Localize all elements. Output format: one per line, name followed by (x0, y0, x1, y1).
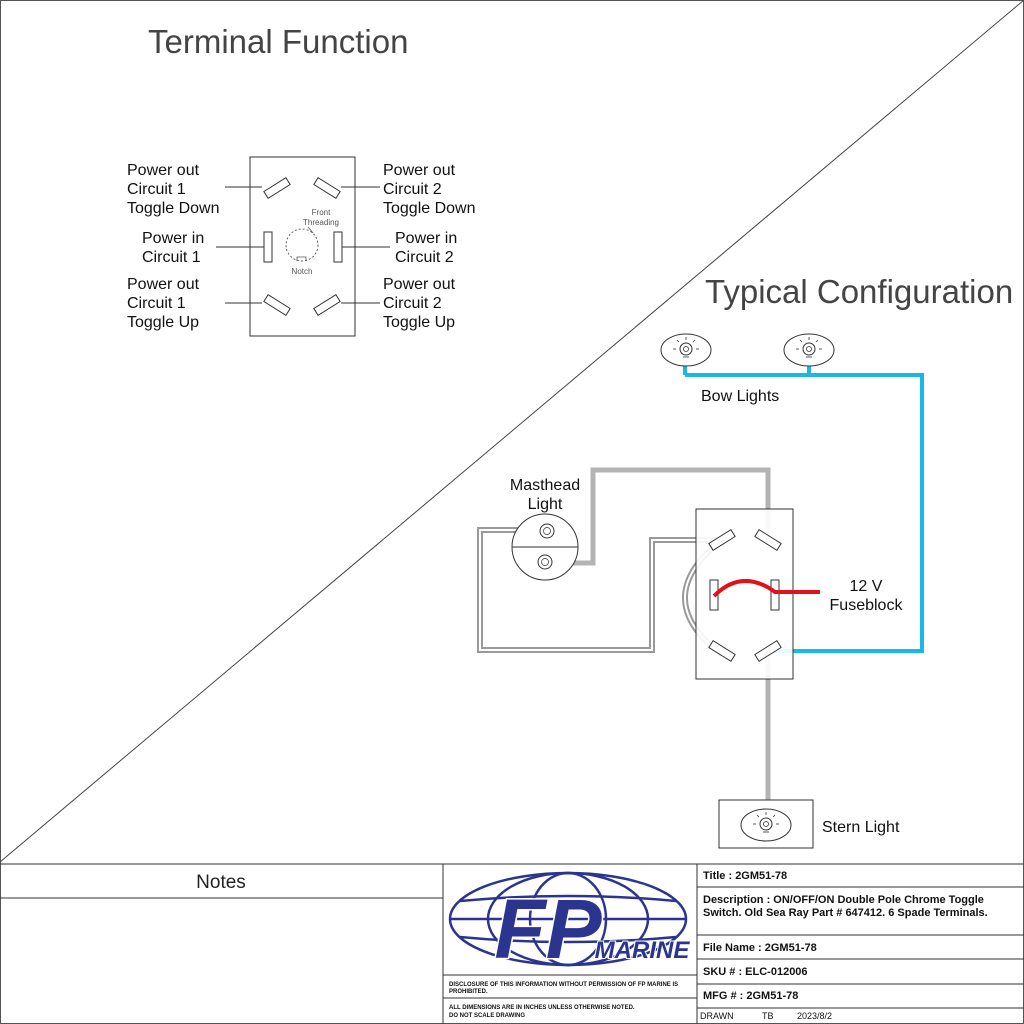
bow-light-wire (685, 373, 924, 653)
masthead-light-icon (511, 513, 579, 581)
power-wire (712, 578, 820, 598)
front-threading-label-2: Threading (303, 218, 339, 227)
label-c2-down-3: Toggle Down (383, 200, 476, 217)
title-field: Title : 2GM51-78 (703, 870, 787, 882)
title-block-grid (0, 863, 1024, 1024)
description-line-2: Switch. Old Sea Ray Part # 647412. 6 Spa… (703, 907, 988, 919)
drawn-label: DRAWN (700, 1011, 734, 1021)
leader-lines (216, 186, 390, 304)
drawn-date: 2023/8/2 (797, 1011, 832, 1021)
label-c2-up-2: Circuit 2 (383, 295, 442, 312)
bow-light-left-icon (660, 333, 712, 367)
label-c1-down-2: Circuit 1 (127, 181, 186, 198)
fuseblock-label-2: Fuseblock (830, 597, 904, 614)
label-c1-down-1: Power out (127, 162, 200, 179)
terminal-function-title: Terminal Function (148, 23, 408, 60)
label-c1-up-1: Power out (127, 276, 200, 293)
typical-configuration-title: Typical Configuration (705, 273, 1013, 310)
logo-letters: FP (494, 882, 602, 976)
drawn-by: TB (762, 1011, 774, 1021)
fp-marine-logo: FP MARINE (448, 871, 691, 978)
disclaimer-line-2: PROHIBITED. (449, 989, 488, 995)
label-c1-up-2: Circuit 1 (127, 295, 186, 312)
fuseblock-label-1: 12 V (850, 578, 883, 595)
stern-light-label: Stern Light (822, 819, 900, 836)
notes-title: Notes (196, 872, 246, 893)
disclaimer-line-1: DISCLOSURE OF THIS INFORMATION WITHOUT P… (449, 982, 678, 988)
label-c2-down-2: Circuit 2 (383, 181, 442, 198)
switch-terminal-diagram (249, 156, 356, 337)
label-c2-in-2: Circuit 2 (395, 249, 454, 266)
label-c1-up-3: Toggle Up (127, 314, 199, 331)
disclaimer-line-4: DO NOT SCALE DRAWING (449, 1013, 525, 1019)
front-threading-label-1: Front (312, 208, 331, 217)
bow-light-right-icon (783, 333, 835, 367)
bow-lights-label: Bow Lights (701, 388, 779, 405)
label-c2-up-3: Toggle Up (383, 314, 455, 331)
label-c2-in-1: Power in (395, 230, 457, 247)
label-c2-down-1: Power out (383, 162, 456, 179)
label-c2-up-1: Power out (383, 276, 456, 293)
logo-word: MARINE (595, 937, 691, 964)
label-c1-down-3: Toggle Down (127, 200, 220, 217)
stern-light-icon (740, 808, 792, 842)
file-name-field: File Name : 2GM51-78 (703, 942, 817, 954)
label-c1-in-1: Power in (142, 230, 204, 247)
masthead-label-2: Light (528, 496, 563, 513)
masthead-label-1: Masthead (510, 477, 580, 494)
description-line-1: Description : ON/OFF/ON Double Pole Chro… (703, 894, 984, 906)
sku-field: SKU # : ELC-012006 (703, 966, 808, 978)
diagonal-divider (0, 0, 1024, 863)
disclaimer-line-3: ALL DIMENSIONS ARE IN INCHES UNLESS OTHE… (449, 1005, 635, 1011)
mfg-field: MFG # : 2GM51-78 (703, 990, 798, 1002)
label-c1-in-2: Circuit 1 (142, 249, 201, 266)
notch-label: Notch (292, 267, 313, 276)
